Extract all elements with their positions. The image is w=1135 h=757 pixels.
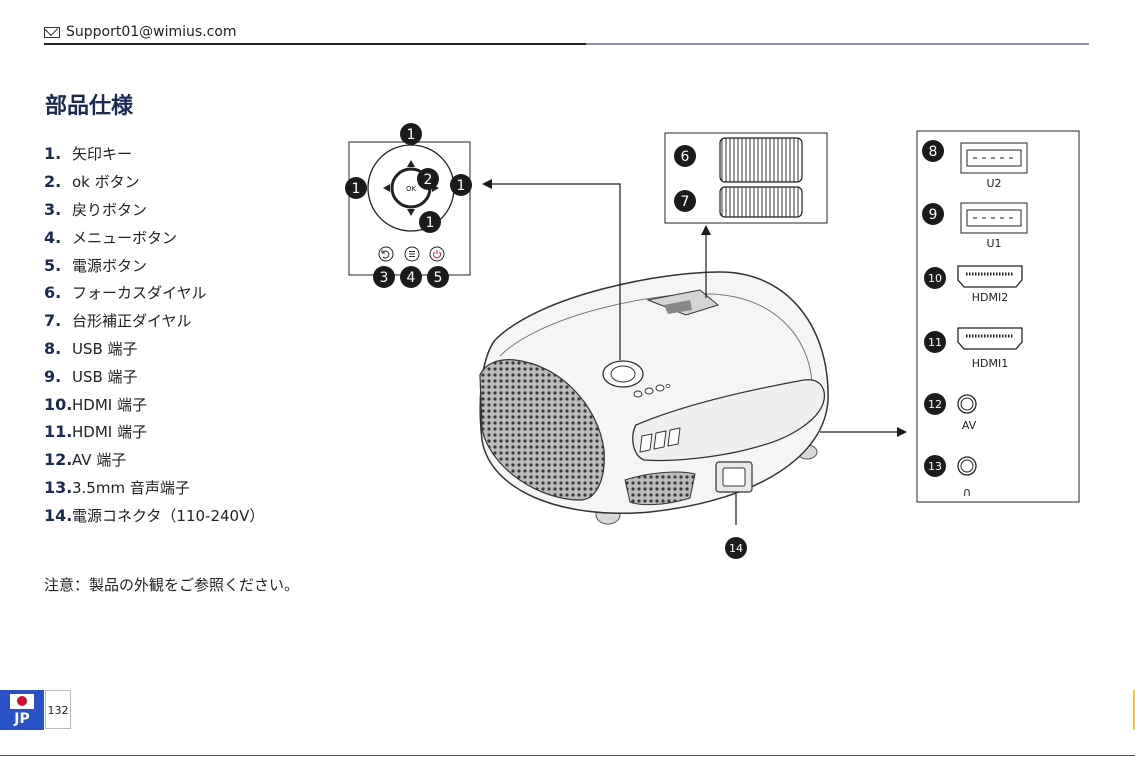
marker-up: 1 <box>400 123 422 145</box>
marker-hdmi2-label: 10 <box>928 272 942 285</box>
marker-usb2: 8 <box>922 140 944 162</box>
marker-ok: 2 <box>417 168 439 190</box>
audio-jack <box>958 457 976 475</box>
av-jack <box>958 395 976 413</box>
marker-usb1-label: 9 <box>929 207 938 223</box>
marker-back-label: 3 <box>380 270 389 286</box>
marker-back: 3 <box>373 266 395 288</box>
marker-right-label: 1 <box>457 178 466 194</box>
ports-detail: U2 U1 HDMI2 HDMI1 AV ∩ 8 9 10 1 <box>917 131 1079 502</box>
usb1-port <box>961 203 1027 233</box>
av-label: AV <box>962 419 977 432</box>
marker-menu: 4 <box>400 266 422 288</box>
japan-flag-icon <box>10 694 34 709</box>
marker-power-connector: 14 <box>725 537 747 559</box>
marker-down-label: 1 <box>426 215 435 231</box>
marker-menu-label: 4 <box>407 270 416 286</box>
language-code: JP <box>0 711 44 727</box>
usb2-label: U2 <box>986 177 1001 190</box>
focus-dial <box>720 138 802 182</box>
usb2-port <box>961 143 1027 173</box>
marker-usb2-label: 8 <box>929 144 938 160</box>
back-button <box>379 247 393 261</box>
usb1-label: U1 <box>986 237 1001 250</box>
marker-av-label: 12 <box>928 398 942 411</box>
keystone-dial <box>720 187 802 217</box>
marker-hdmi2: 10 <box>924 267 946 289</box>
language-badge: JP <box>0 690 44 730</box>
page-number: 132 <box>45 690 71 729</box>
projector-body <box>480 272 828 524</box>
marker-keystone: 7 <box>674 190 696 212</box>
marker-ok-label: 2 <box>424 172 433 188</box>
marker-right: 1 <box>450 174 472 196</box>
dials-detail: 6 7 <box>665 133 827 223</box>
marker-focus-label: 6 <box>681 149 690 165</box>
marker-focus: 6 <box>674 145 696 167</box>
marker-power-label: 5 <box>434 270 443 286</box>
marker-hdmi1-label: 11 <box>928 336 942 349</box>
hdmi1-port <box>958 328 1022 349</box>
marker-usb1: 9 <box>922 203 944 225</box>
marker-power: 5 <box>427 266 449 288</box>
footer-rule <box>0 755 1135 756</box>
ok-label: OK <box>406 185 417 193</box>
marker-hdmi1: 11 <box>924 331 946 353</box>
marker-power-connector-label: 14 <box>729 542 743 555</box>
control-panel-detail: OK <box>349 142 470 275</box>
marker-audio: 13 <box>924 455 946 477</box>
hdmi2-label: HDMI2 <box>972 291 1008 304</box>
hdmi2-port <box>958 266 1022 287</box>
marker-audio-label: 13 <box>928 460 942 473</box>
headphone-icon: ∩ <box>963 485 972 499</box>
marker-left-label: 1 <box>352 181 361 197</box>
marker-up-label: 1 <box>407 127 416 143</box>
marker-down: 1 <box>419 211 441 233</box>
marker-left: 1 <box>345 177 367 199</box>
marker-keystone-label: 7 <box>681 194 690 210</box>
hdmi1-label: HDMI1 <box>972 357 1008 370</box>
marker-av: 12 <box>924 393 946 415</box>
